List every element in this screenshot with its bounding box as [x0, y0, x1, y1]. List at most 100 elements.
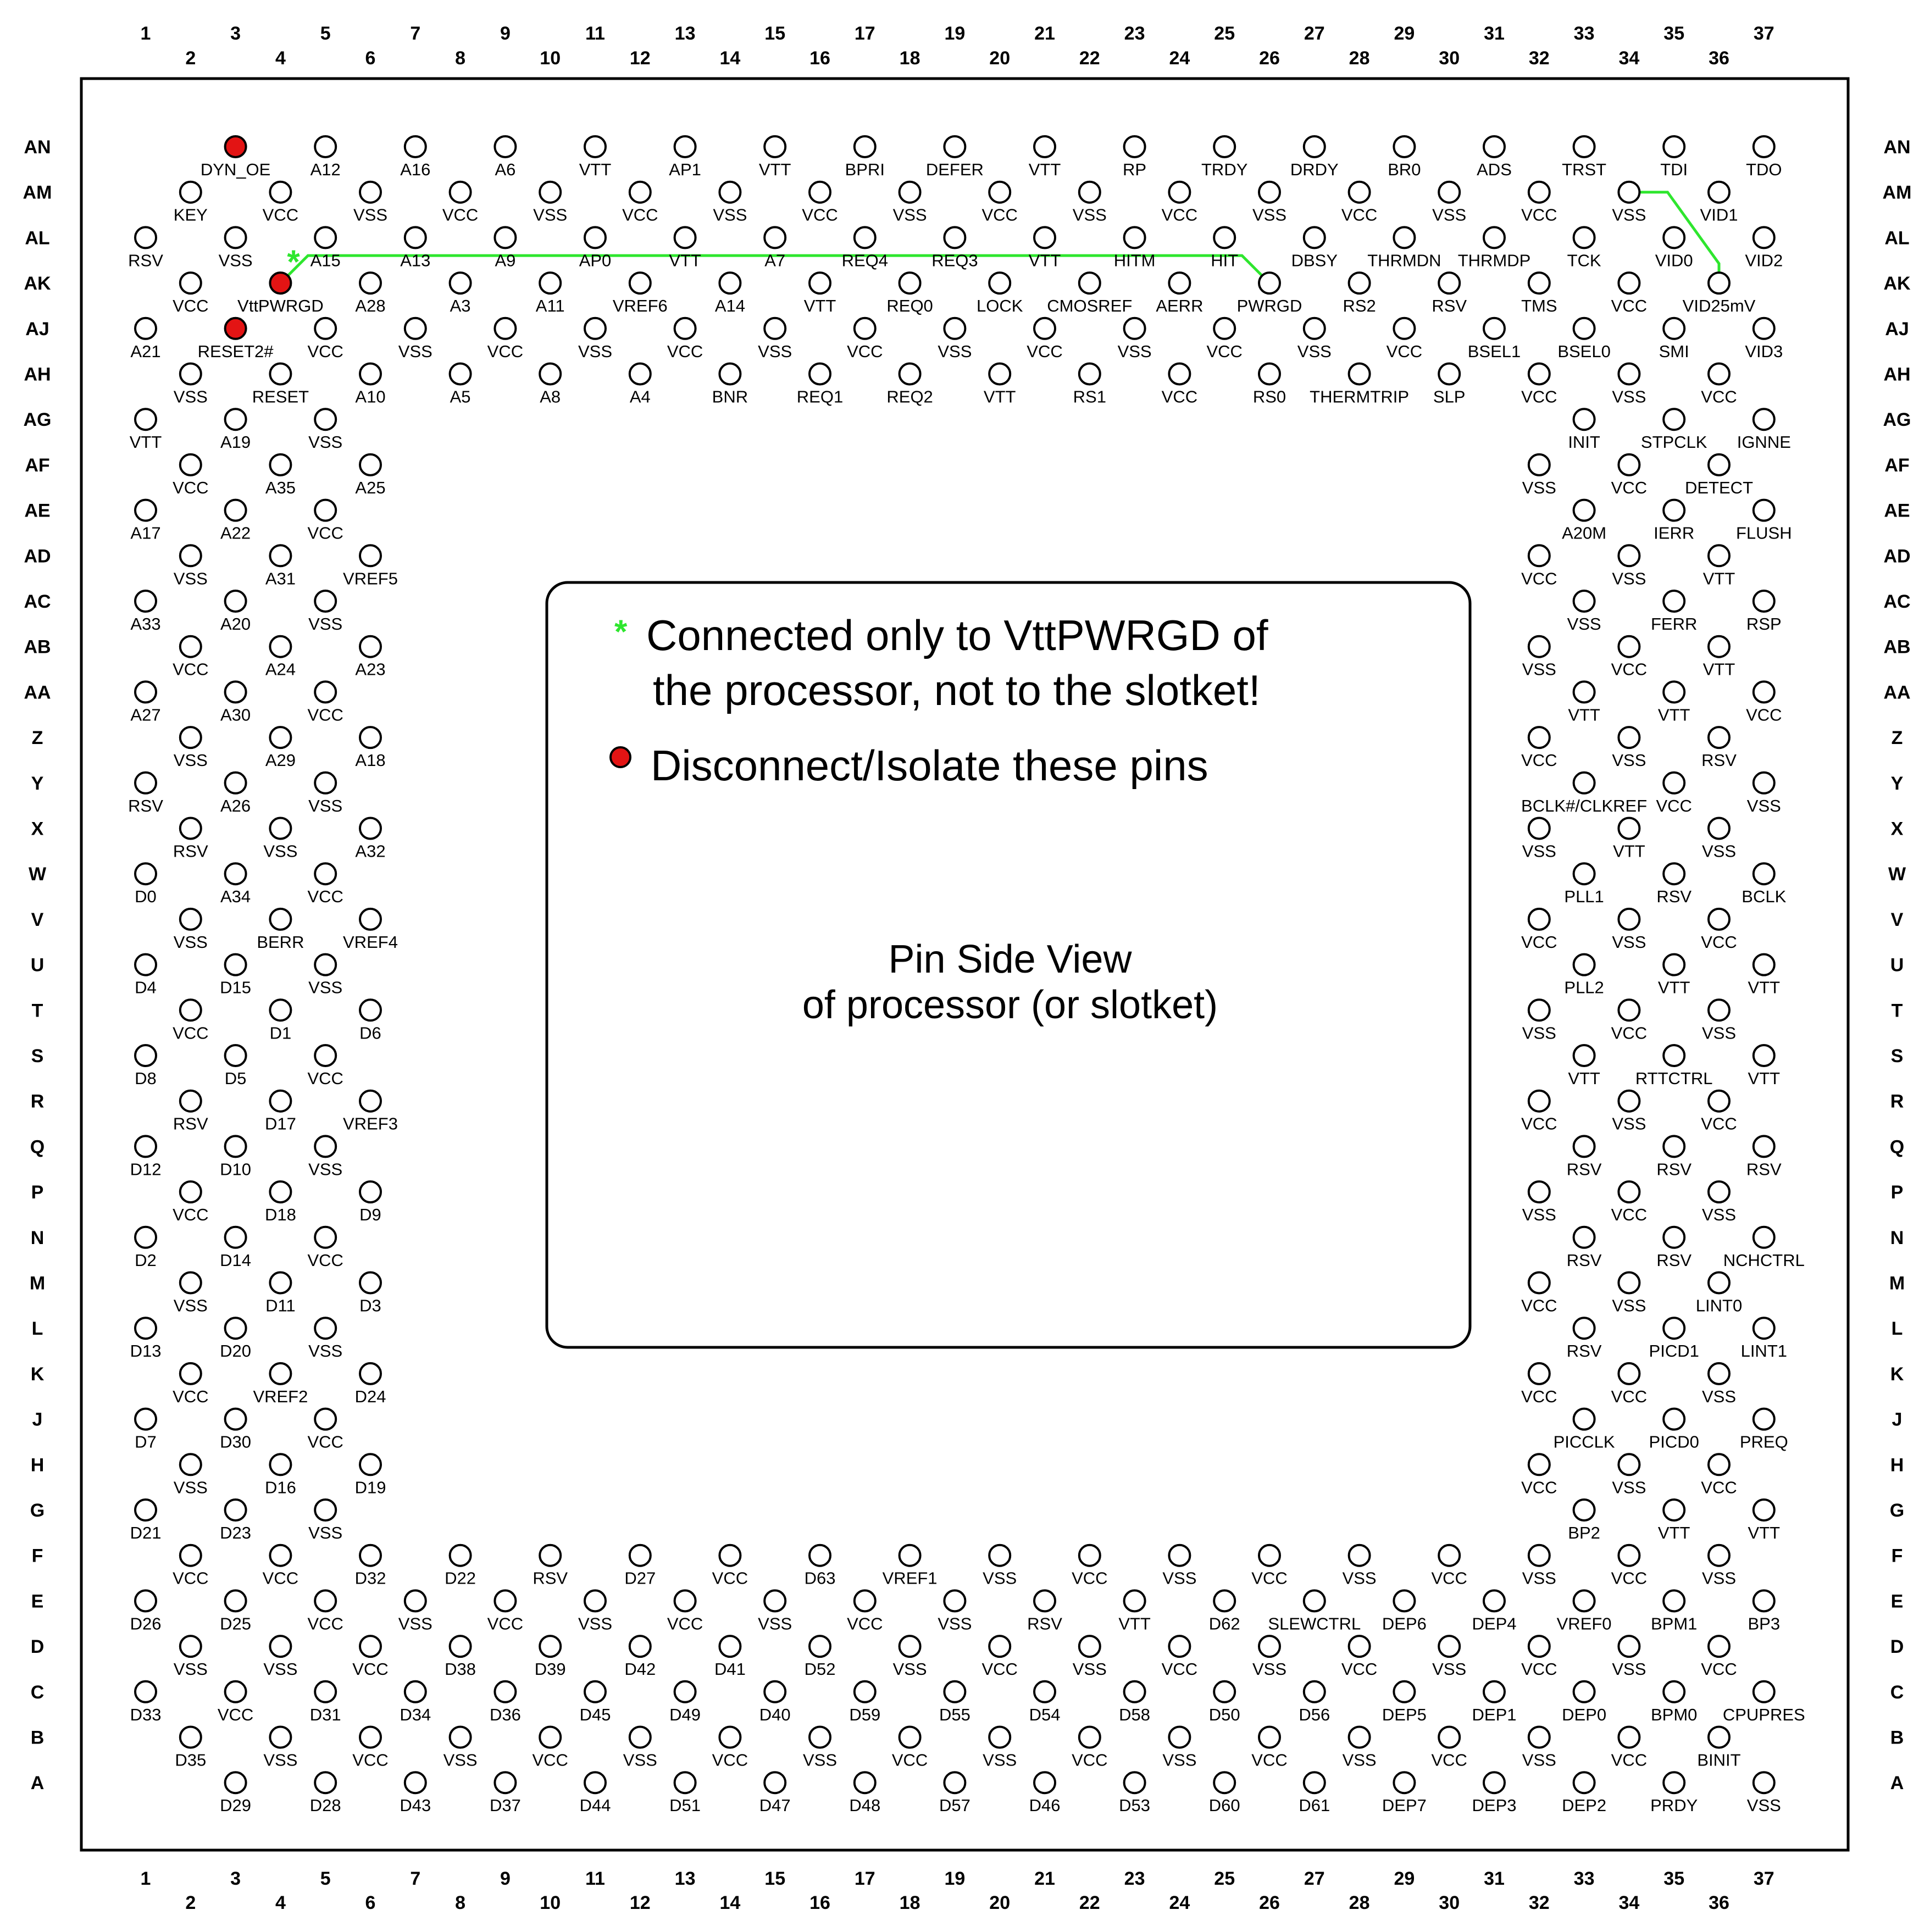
pin-circle — [628, 362, 652, 386]
row-letter: W — [1888, 864, 1906, 885]
pin-circle — [1752, 408, 1776, 431]
row-letter: A — [1890, 1773, 1904, 1794]
pin: A24 — [265, 635, 296, 679]
pin-label: VCC — [1521, 1659, 1557, 1679]
pin: KEY — [174, 180, 208, 225]
pin-label: VTT — [1703, 660, 1735, 679]
pin: D35 — [175, 1725, 206, 1770]
column-number: 13 — [675, 1868, 696, 1889]
pin-circle — [269, 544, 292, 568]
pin-circle — [1527, 1271, 1551, 1295]
pin-circle — [1752, 771, 1776, 795]
pin-label: A18 — [355, 751, 385, 770]
pin: VSS — [1522, 1725, 1556, 1770]
pin-label: A9 — [495, 251, 515, 270]
pin-circle — [1707, 1089, 1731, 1113]
pin: VID25mV — [1683, 271, 1756, 315]
pin: DBSY — [1291, 226, 1338, 270]
pin: RSV — [1567, 1317, 1602, 1361]
pin: VTT — [579, 135, 611, 179]
pin-label: LINT1 — [1741, 1341, 1787, 1361]
pin-circle — [1168, 1635, 1191, 1658]
pin-label: VCC — [1611, 660, 1647, 679]
pin: D16 — [265, 1453, 296, 1497]
pin-circle — [224, 680, 247, 704]
legend-note-line1: Connected only to VttPWRGD of — [646, 611, 1268, 659]
pin-circle — [988, 362, 1012, 386]
pin-label: D61 — [1299, 1796, 1330, 1815]
row-letter: AJ — [1885, 319, 1909, 340]
pin: VSS — [308, 590, 342, 634]
pin-circle — [224, 1225, 247, 1249]
pin: TMS — [1521, 271, 1557, 315]
pin: D7 — [134, 1407, 157, 1452]
pin: STPCLK — [1641, 408, 1707, 452]
pin-circle — [853, 317, 877, 340]
pin-label: VSS — [263, 1751, 297, 1770]
pin: RP — [1123, 135, 1146, 179]
pin-label: D62 — [1209, 1614, 1240, 1633]
pin-circle — [359, 362, 382, 386]
pin-circle — [134, 680, 157, 704]
pin-circle — [1213, 1680, 1236, 1703]
pin-label: VSS — [1702, 1569, 1736, 1588]
pin-circle — [269, 1544, 292, 1567]
pin: VCC — [1521, 1453, 1557, 1497]
pin-label: VSS — [578, 342, 612, 361]
pin-label: VSS — [1522, 842, 1556, 861]
pin-label: A5 — [450, 387, 471, 407]
pin-label: VCC — [218, 1705, 253, 1724]
pin: VCC — [1072, 1725, 1108, 1770]
pin: VSS — [713, 180, 747, 225]
pin-label: RSV — [1567, 1341, 1602, 1361]
pin-label: VSS — [1612, 1114, 1646, 1134]
pin: VCC — [1521, 180, 1557, 225]
pin-circle — [269, 1635, 292, 1658]
pin-label: VCC — [892, 1751, 928, 1770]
pin-label: VSS — [713, 206, 747, 225]
pin: VCC — [1611, 453, 1647, 497]
pin-circle — [1662, 1771, 1686, 1795]
pin-circle — [224, 771, 247, 795]
pin: A27 — [130, 680, 161, 724]
pin-label: VCC — [307, 342, 343, 361]
pin: VCC — [173, 1180, 209, 1224]
pin: VSS — [398, 317, 432, 361]
pin-label: VCC — [173, 660, 208, 679]
pin-circle — [1527, 180, 1551, 204]
pin: DRDY — [1290, 135, 1339, 179]
pin-label: BPM1 — [1651, 1614, 1697, 1633]
pin: VCC — [1611, 271, 1647, 315]
pin-label: VSS — [174, 932, 208, 952]
pin-circle — [314, 1680, 337, 1703]
pin: A29 — [265, 726, 296, 770]
column-number: 37 — [1754, 23, 1774, 44]
pin: VSS — [263, 1725, 297, 1770]
pin-circle — [1527, 1180, 1551, 1204]
pin-circle — [314, 498, 337, 522]
row-letter: AA — [1883, 682, 1910, 703]
pin-label: PLL1 — [1564, 887, 1604, 906]
pin: BPM0 — [1651, 1680, 1697, 1724]
pin-circle — [1033, 1589, 1056, 1613]
pin: VTT — [1029, 226, 1061, 270]
pin: VCC — [1521, 1635, 1557, 1679]
pin-label: VID3 — [1745, 342, 1783, 361]
pin: VSS — [1432, 1635, 1466, 1679]
row-letter: AN — [24, 137, 51, 158]
row-letter: AF — [1884, 455, 1909, 476]
pin: A7 — [763, 226, 787, 270]
column-labels: 1133557799111113131515171719192121232325… — [141, 23, 1774, 1913]
pin: RSV — [1656, 1225, 1691, 1270]
pin: VCC — [263, 180, 298, 225]
column-number: 26 — [1259, 1892, 1280, 1913]
pin: VCC — [1611, 1180, 1647, 1224]
pin-label: BSEL1 — [1468, 342, 1521, 361]
pin-label: VCC — [1611, 1387, 1647, 1406]
pin-circle — [493, 1589, 517, 1613]
pin-label: DEP1 — [1472, 1705, 1517, 1724]
pin: A19 — [220, 408, 251, 452]
row-letter: B — [1890, 1728, 1904, 1748]
pin: D26 — [130, 1589, 161, 1633]
pin-circle — [628, 1544, 652, 1567]
